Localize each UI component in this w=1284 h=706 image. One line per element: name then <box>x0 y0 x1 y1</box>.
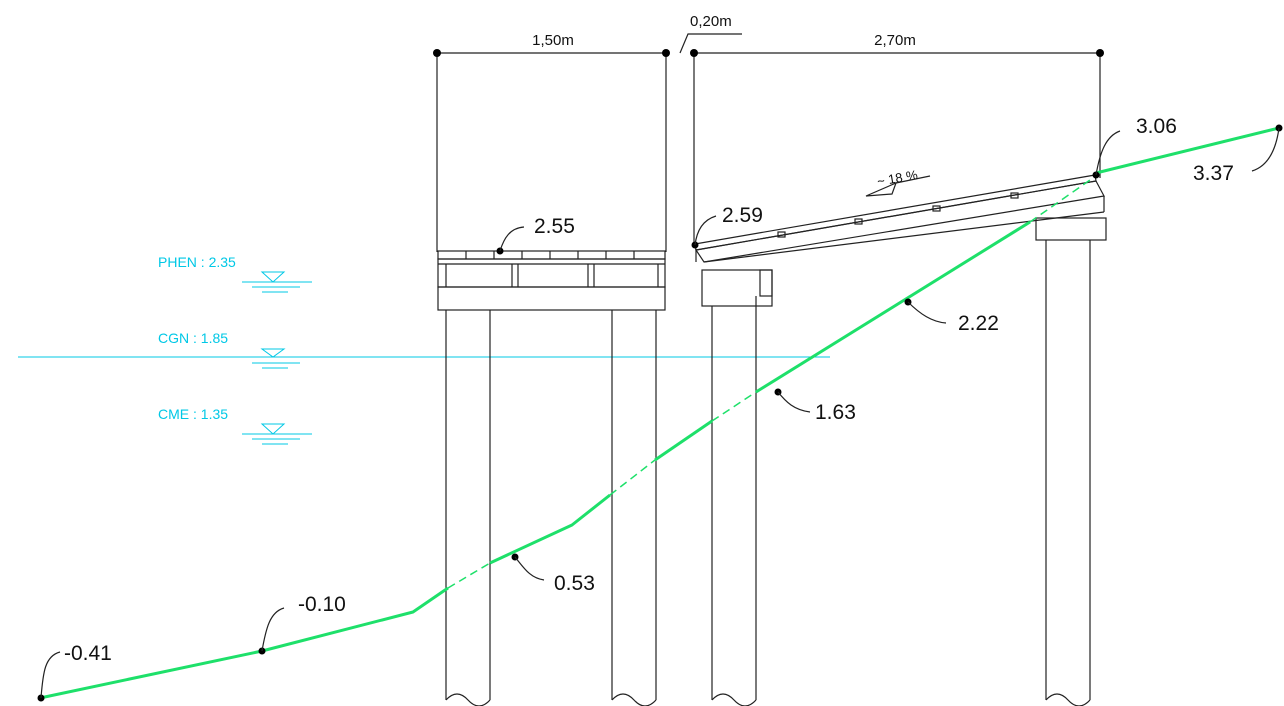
elevation-label-1: -0.41 <box>64 642 112 665</box>
right-ramp <box>694 174 1107 706</box>
dimension-ramp-width: 2,70m <box>874 32 916 49</box>
elevation-label-2: -0.10 <box>298 593 346 616</box>
left-deck <box>437 250 666 706</box>
water-level-cgn: CGN : 1.85 <box>158 330 228 346</box>
elevation-label-7: 3.37 <box>1193 162 1234 185</box>
water-level-phen: PHEN : 2.35 <box>158 254 236 270</box>
water-level-lines <box>18 271 830 445</box>
elevation-label-3: 0.53 <box>554 572 595 595</box>
terrain-profile <box>39 126 1280 700</box>
elevation-label-6: 3.06 <box>1136 115 1177 138</box>
dimension-gap-width: 0,20m <box>690 13 732 30</box>
elevation-label-ramp-low: 2.59 <box>722 204 763 227</box>
elevation-markers <box>37 124 1283 702</box>
water-level-cme: CME : 1.35 <box>158 406 228 422</box>
slope-indicator <box>865 175 931 197</box>
elevation-label-deck-top: 2.55 <box>534 215 575 238</box>
elevation-label-5: 2.22 <box>958 312 999 335</box>
dimension-deck-width: 1,50m <box>532 32 574 49</box>
slope-label: ~ 18 % <box>876 167 919 189</box>
elevation-label-4: 1.63 <box>815 401 856 424</box>
dimension-lines <box>433 33 1104 252</box>
